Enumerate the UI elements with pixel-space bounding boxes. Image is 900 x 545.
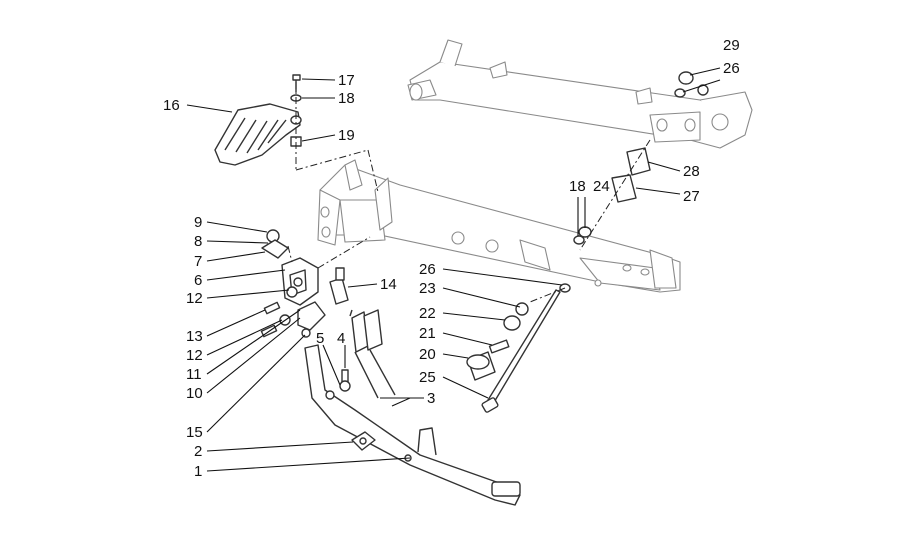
callout-26b: 26 [723, 60, 740, 77]
callout-17: 17 [338, 72, 355, 89]
bush-23 [515, 302, 529, 316]
callout-19: 19 [338, 127, 355, 144]
callout-3: 3 [427, 390, 435, 407]
callout-labels: 1 2 3 4 5 6 7 8 9 10 11 12 12 13 14 15 1… [163, 37, 740, 480]
silent-block-upper [626, 147, 651, 176]
callout-15: 15 [186, 424, 203, 441]
footrest-pad [214, 103, 302, 166]
silent-block-lower [611, 174, 637, 203]
bushing-top [674, 71, 709, 98]
callout-8: 8 [194, 233, 202, 250]
callout-4: 4 [337, 330, 345, 347]
bushings-18-24 [573, 226, 592, 245]
callout-20: 20 [419, 346, 436, 363]
callout-14: 14 [380, 276, 397, 293]
callout-12b: 12 [186, 347, 203, 364]
long-through-bolt [481, 289, 561, 413]
spring-plate [297, 301, 326, 338]
rear-frame-crossmember [407, 39, 753, 149]
callout-2: 2 [194, 443, 202, 460]
stand-bracket [281, 257, 319, 306]
callout-6: 6 [194, 272, 202, 289]
side-stand [304, 344, 521, 506]
callout-22: 22 [419, 305, 436, 322]
callout-9: 9 [194, 214, 202, 231]
assembly-lines [287, 82, 651, 303]
leader-lines [186, 67, 721, 472]
callout-26a: 26 [419, 261, 436, 278]
return-springs [349, 309, 396, 399]
stand-mounting-plate [351, 431, 376, 451]
callout-18a: 18 [338, 90, 355, 107]
callout-24: 24 [593, 178, 610, 195]
callout-28: 28 [683, 163, 700, 180]
stop-bolt [488, 339, 510, 354]
callout-1: 1 [194, 463, 202, 480]
callout-21: 21 [419, 325, 436, 342]
callout-7: 7 [194, 253, 202, 270]
rubber-stop [466, 351, 496, 381]
callout-25: 25 [419, 369, 436, 386]
callout-29: 29 [723, 37, 740, 54]
callout-23: 23 [419, 280, 436, 297]
callout-12a: 12 [186, 290, 203, 307]
callout-5: 5 [316, 330, 324, 347]
pivot-nut [339, 380, 351, 392]
stand-switch [329, 267, 349, 305]
main-frame [317, 159, 681, 293]
callout-10: 10 [186, 385, 203, 402]
spacer-22 [503, 315, 521, 331]
callout-11: 11 [186, 366, 202, 383]
bracket-bolts [260, 286, 298, 338]
callout-16: 16 [163, 97, 180, 114]
callout-13: 13 [186, 328, 203, 345]
stand-bumper [266, 229, 280, 243]
callout-18b: 18 [569, 178, 586, 195]
callout-27: 27 [683, 188, 700, 205]
